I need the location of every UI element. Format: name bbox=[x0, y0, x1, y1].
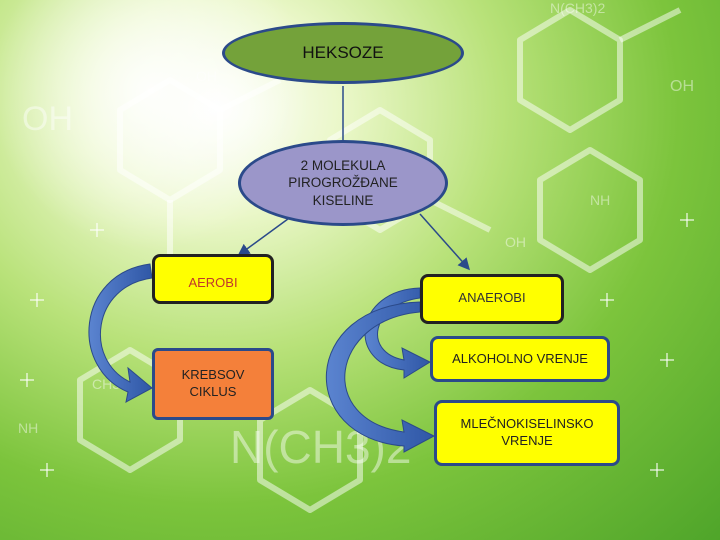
edge-piro-anaerobi bbox=[419, 213, 470, 271]
node-pirogrozdane-label: 2 MOLEKULA PIROGROŽĐANE KISELINE bbox=[288, 157, 398, 208]
node-alkoholno-label: ALKOHOLNO VRENJE bbox=[452, 350, 588, 366]
node-anaerobi-label: ANAEROBI bbox=[458, 290, 526, 306]
node-aerobi: AEROBI bbox=[152, 254, 274, 304]
node-krebsov-label: KREBSOV CIKLUS bbox=[181, 367, 245, 399]
node-krebsov-ciklus: KREBSOV CIKLUS bbox=[152, 348, 274, 420]
edge-piro-aerobi bbox=[237, 215, 293, 256]
node-heksoze-label: HEKSOZE bbox=[302, 42, 384, 62]
node-pirogrozdane-kiseline: 2 MOLEKULA PIROGROŽĐANE KISELINE bbox=[238, 140, 448, 226]
bg-formula-2: OH bbox=[670, 78, 694, 95]
bg-formula-9: N(CH3)2 bbox=[550, 0, 606, 16]
node-heksoze: HEKSOZE bbox=[222, 22, 464, 84]
bg-formula-3: NH bbox=[590, 192, 611, 208]
node-alkoholno-vrenje: ALKOHOLNO VRENJE bbox=[430, 336, 610, 382]
bg-formula-7: NH bbox=[18, 420, 39, 436]
node-anaerobi: ANAEROBI bbox=[420, 274, 564, 324]
arrow-aerobi-krebsov bbox=[88, 263, 153, 403]
bg-formula-1: OH bbox=[22, 100, 73, 138]
node-mlecnokiselinsko-vrenje: MLEČNOKISELINSKO VRENJE bbox=[434, 400, 620, 466]
arrow-anaerobi-mlecnokiselinsko bbox=[325, 301, 436, 453]
bg-formula-5: OH bbox=[505, 234, 526, 250]
node-mlecnokiselinsko-label: MLEČNOKISELINSKO VRENJE bbox=[460, 416, 594, 448]
bg-formula-8: OH bbox=[196, 68, 217, 84]
node-aerobi-label: AEROBI bbox=[188, 275, 238, 290]
